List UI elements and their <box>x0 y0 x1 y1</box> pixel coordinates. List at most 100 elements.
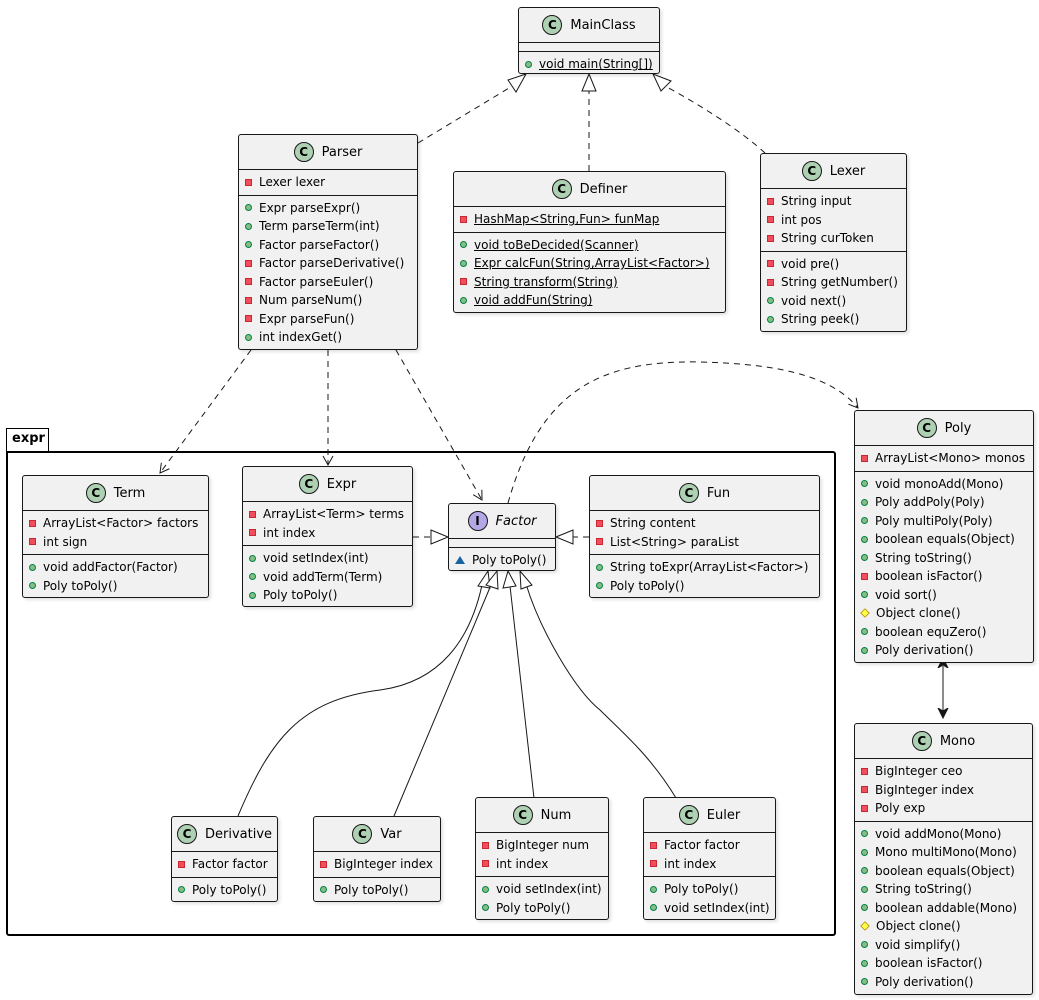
public-visibility-icon <box>861 867 868 875</box>
class-mainclass[interactable]: C MainClass void main(String[]) <box>518 7 660 74</box>
fields-section: ArrayList<Mono> monos <box>855 445 1033 471</box>
public-visibility-icon <box>861 628 868 636</box>
field-row: int index <box>249 524 406 543</box>
public-visibility-icon <box>861 830 868 838</box>
method-row: Factor parseFactor() <box>245 236 411 255</box>
fields-section: Factor factor int index <box>644 832 775 876</box>
class-lexer[interactable]: C Lexer String input int pos String curT… <box>760 153 907 332</box>
class-header: C Num <box>476 798 608 832</box>
public-visibility-icon <box>482 904 489 912</box>
public-visibility-icon <box>861 535 868 543</box>
public-visibility-icon <box>525 60 532 68</box>
private-visibility-icon <box>482 841 489 849</box>
package-name: expr <box>12 431 45 446</box>
class-euler[interactable]: C Euler Factor factor int index Poly toP… <box>643 797 776 920</box>
class-mono[interactable]: C Mono BigInteger ceo BigInteger index P… <box>854 723 1033 995</box>
method-row: Poly addPoly(Poly) <box>861 493 1027 512</box>
fields-section <box>519 42 659 51</box>
class-var[interactable]: C Var BigInteger index Poly toPoly() <box>313 816 441 902</box>
arrowhead-num-factor <box>502 569 517 589</box>
method-row: Poly derivation() <box>861 641 1027 660</box>
methods-section: Expr parseExpr() Term parseTerm(int) Fac… <box>239 194 417 350</box>
method-row: Factor parseEuler() <box>245 273 411 292</box>
field-row: ArrayList<Term> terms <box>249 505 406 524</box>
class-stereotype-icon: C <box>678 483 699 503</box>
public-visibility-icon <box>861 517 868 525</box>
methods-section: Poly toPoly() <box>449 547 555 573</box>
methods-section: Poly toPoly() <box>314 876 440 903</box>
methods-section: void toBeDecided(Scanner) Expr calcFun(S… <box>454 231 725 313</box>
private-visibility-icon <box>596 519 603 527</box>
method-row: Poly toPoly() <box>320 881 434 900</box>
method-row: Poly toPoly() <box>29 577 202 596</box>
private-visibility-icon <box>767 234 774 242</box>
class-expr[interactable]: C Expr ArrayList<Term> terms int index v… <box>242 466 413 607</box>
class-header: C Expr <box>243 467 412 501</box>
arrowhead-definer-mainclass <box>581 72 597 92</box>
class-stereotype-icon: C <box>298 474 319 494</box>
class-name: Derivative <box>204 826 273 842</box>
private-visibility-icon <box>245 296 252 304</box>
package-tab-expr: expr <box>6 428 49 451</box>
public-visibility-icon <box>861 554 868 562</box>
arrowhead-var-factor <box>485 569 499 590</box>
methods-section: void main(String[]) <box>519 51 659 77</box>
class-stereotype-icon: C <box>176 824 197 844</box>
class-definer[interactable]: C Definer HashMap<String,Fun> funMap voi… <box>453 171 726 313</box>
methods-section: void pre() String getNumber() void next(… <box>761 250 906 332</box>
class-name: Euler <box>706 807 741 823</box>
private-visibility-icon <box>29 519 36 527</box>
class-header: C Euler <box>644 798 775 832</box>
arrowhead-euler-factor <box>519 569 533 590</box>
fields-section: Lexer lexer <box>239 169 417 195</box>
class-header: C MainClass <box>519 8 659 42</box>
class-derivative[interactable]: C Derivative Factor factor Poly toPoly() <box>171 816 278 902</box>
methods-section: void setIndex(int) void addTerm(Term) Po… <box>243 545 412 608</box>
public-visibility-icon <box>861 480 868 488</box>
fields-section: String input int pos String curToken <box>761 188 906 251</box>
edge-lexer-mainclass <box>664 85 766 154</box>
private-visibility-icon <box>767 260 774 268</box>
edge-parser-mainclass <box>417 84 515 144</box>
public-visibility-icon <box>249 591 256 599</box>
class-term[interactable]: C Term ArrayList<Factor> factors int sig… <box>22 475 209 598</box>
class-name: Term <box>113 485 146 501</box>
class-header: C Poly <box>855 411 1033 445</box>
private-visibility-icon <box>861 767 868 775</box>
public-visibility-icon <box>178 886 185 894</box>
edge-factor-poly <box>507 361 859 504</box>
methods-section: Poly toPoly() <box>172 876 277 903</box>
interface-factor[interactable]: I Factor Poly toPoly() <box>448 503 556 571</box>
public-visibility-icon <box>460 241 467 249</box>
public-visibility-icon <box>861 646 868 654</box>
field-row: BigInteger index <box>861 781 1026 800</box>
private-visibility-icon <box>460 215 467 223</box>
arrowhead-parser-mainclass <box>507 73 528 93</box>
class-fun[interactable]: C Fun String content List<String> paraLi… <box>589 475 820 598</box>
method-row: boolean isFactor() <box>861 954 1026 973</box>
class-parser[interactable]: C Parser Lexer lexer Expr parseExpr() Te… <box>238 134 418 350</box>
public-visibility-icon <box>245 241 252 249</box>
class-header: C Parser <box>239 135 417 169</box>
class-name: MainClass <box>570 17 636 33</box>
method-row: Expr parseExpr() <box>245 199 411 218</box>
methods-section: void addFactor(Factor) Poly toPoly() <box>23 554 208 598</box>
class-stereotype-icon: C <box>911 731 932 751</box>
field-row: int index <box>482 855 602 874</box>
private-visibility-icon <box>460 278 467 286</box>
class-num[interactable]: C Num BigInteger num int index void setI… <box>475 797 609 920</box>
field-row: BigInteger index <box>320 855 434 874</box>
public-visibility-icon <box>249 554 256 562</box>
method-row: void toBeDecided(Scanner) <box>460 236 719 255</box>
private-visibility-icon <box>245 315 252 323</box>
class-header: C Derivative <box>172 817 277 851</box>
method-row: boolean isFactor() <box>861 567 1027 586</box>
class-stereotype-icon: C <box>678 805 699 825</box>
class-header: C Definer <box>454 172 725 206</box>
public-visibility-icon <box>596 582 603 590</box>
class-poly[interactable]: C Poly ArrayList<Mono> monos void monoAd… <box>854 410 1034 663</box>
class-name: Fun <box>706 485 731 501</box>
method-row: boolean addable(Mono) <box>861 899 1026 918</box>
method-row: String getNumber() <box>767 273 900 292</box>
private-visibility-icon <box>861 804 868 812</box>
